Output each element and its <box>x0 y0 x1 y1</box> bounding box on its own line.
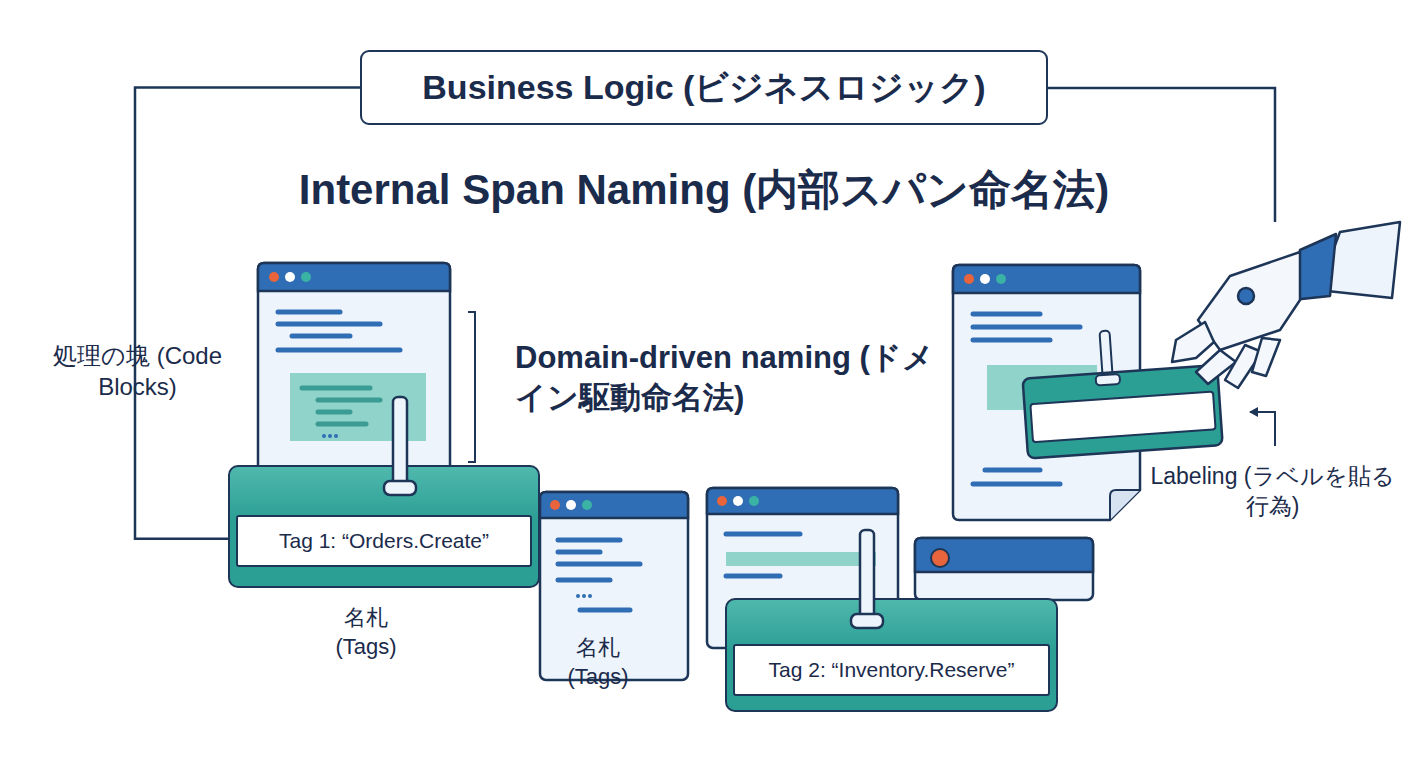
name-tag: Tag 2: “Inventory.Reserve” <box>725 598 1058 712</box>
tag-pin <box>847 528 887 638</box>
caption-label: 名札 (Tags) <box>318 604 414 661</box>
name-tag: Tag 1: “Orders.Create” <box>228 465 540 588</box>
tag-pin <box>380 395 420 505</box>
tag-text: Tag 2: “Inventory.Reserve” <box>769 658 1015 682</box>
tag-label: Tag 2: “Inventory.Reserve” <box>733 644 1050 696</box>
caption-label: 名札 (Tags) <box>550 634 646 691</box>
annotation-label: Labeling (ラベルを貼る行為) <box>1150 462 1395 522</box>
leader-arrow <box>1250 412 1275 446</box>
tag-text: Tag 1: “Orders.Create” <box>279 529 489 553</box>
diagram-title: Internal Span Naming (内部スパン命名法) <box>0 162 1408 218</box>
code-window <box>258 263 450 473</box>
side-label: 処理の塊 (Code Blocks) <box>30 340 245 402</box>
box-title: Business Logic (ビジネスロジック) <box>422 65 985 111</box>
tag-label: Tag 1: “Orders.Create” <box>236 515 532 567</box>
label-box: Business Logic (ビジネスロジック) <box>360 50 1048 125</box>
small-window <box>915 538 1093 600</box>
concept-label: Domain-driven naming (ドメイン駆動命名法) <box>515 338 935 419</box>
robot-arm <box>1172 222 1400 388</box>
bracket <box>468 312 475 462</box>
